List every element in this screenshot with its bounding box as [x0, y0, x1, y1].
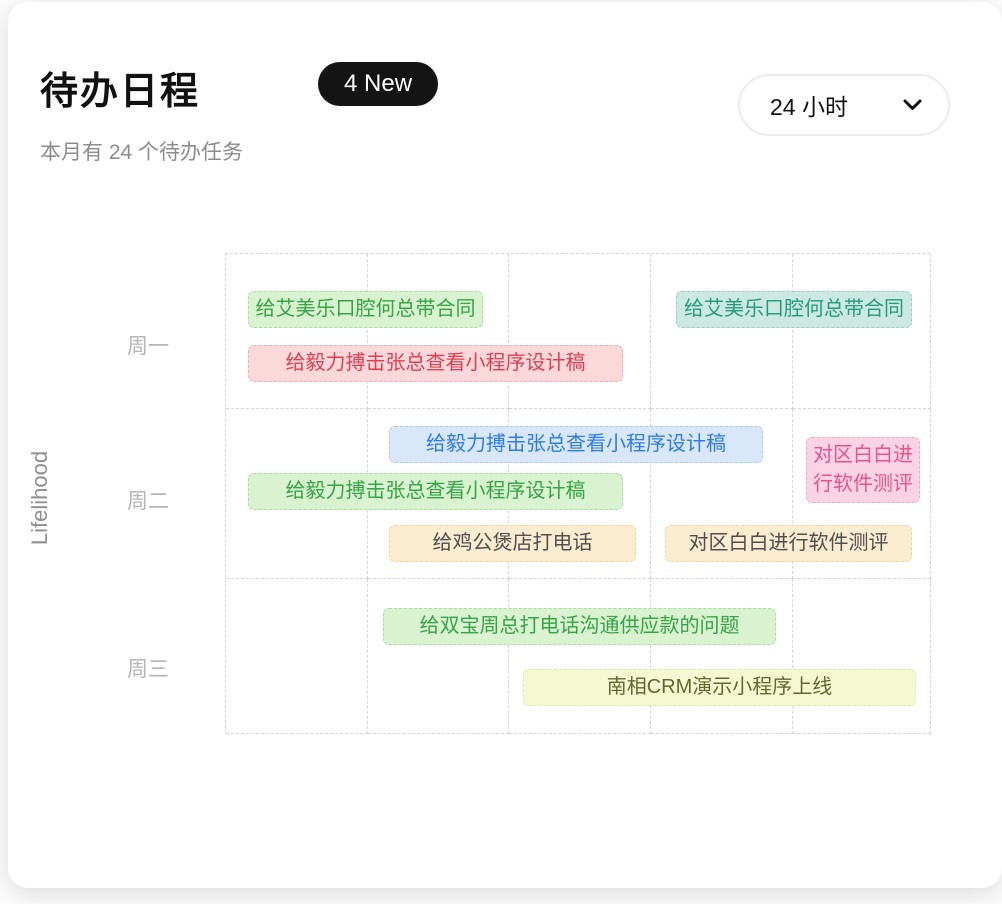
- time-range-dropdown[interactable]: 24 小时: [738, 74, 950, 136]
- schedule-card: 待办日程 4 New 本月有 24 个待办任务 24 小时 Lifelihood…: [8, 2, 1002, 888]
- chevron-down-icon: [903, 99, 922, 111]
- row-label-tuesday: 周二: [127, 490, 169, 513]
- grid-cell: [368, 579, 509, 734]
- grid-cell: [651, 409, 793, 579]
- task-pill[interactable]: 对区白白进行软件测评: [806, 437, 920, 503]
- task-pill[interactable]: 对区白白进行软件测评: [665, 525, 912, 562]
- grid-cell: [509, 254, 651, 409]
- schedule-grid: [225, 253, 931, 734]
- task-pill[interactable]: 给艾美乐口腔何总带合同: [248, 291, 483, 328]
- grid-cell: [793, 579, 931, 734]
- grid-cell: [793, 409, 931, 579]
- new-count-badge: 4 New: [318, 62, 439, 106]
- row-label-wednesday: 周三: [127, 658, 169, 681]
- task-pill[interactable]: 给毅力搏击张总查看小程序设计稿: [389, 426, 763, 463]
- task-pill[interactable]: 南相CRM演示小程序上线: [523, 669, 916, 706]
- grid-cell: [226, 579, 368, 734]
- task-pill[interactable]: 给艾美乐口腔何总带合同: [676, 291, 912, 328]
- grid-cell: [651, 579, 793, 734]
- grid-cell: [509, 409, 651, 579]
- vertical-axis-label: Lifelihood: [27, 450, 52, 546]
- task-pill[interactable]: 给双宝周总打电话沟通供应款的问题: [383, 608, 776, 645]
- monthly-task-summary: 本月有 24 个待办任务: [40, 141, 244, 164]
- task-pill[interactable]: 给鸡公煲店打电话: [389, 525, 636, 562]
- grid-cell: [368, 254, 509, 409]
- page-title: 待办日程: [40, 71, 201, 113]
- task-pill[interactable]: 给毅力搏击张总查看小程序设计稿: [248, 345, 623, 382]
- time-range-value: 24 小时: [770, 94, 848, 120]
- grid-cell: [793, 254, 931, 409]
- grid-cell: [226, 254, 368, 409]
- row-label-monday: 周一: [127, 335, 169, 358]
- grid-cell: [509, 579, 651, 734]
- grid-cell: [651, 254, 793, 409]
- task-pill[interactable]: 给毅力搏击张总查看小程序设计稿: [248, 473, 623, 510]
